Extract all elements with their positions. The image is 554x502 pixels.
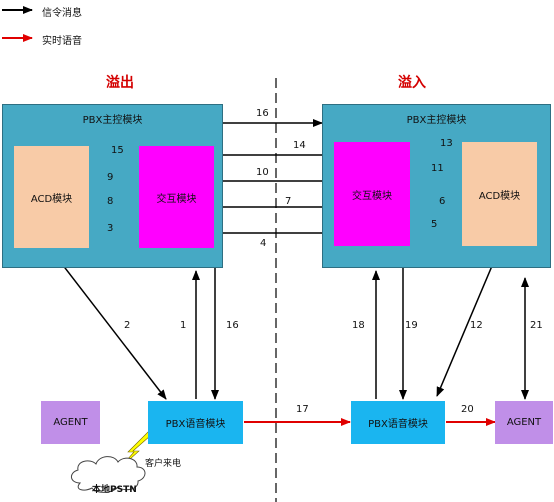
right-switch-module: 交互模块 [334, 142, 410, 246]
left-pbx-main-label: PBX主控模块 [82, 115, 143, 126]
left-agent: AGENT [41, 401, 100, 444]
left-switch-module: 交互模块 [139, 146, 214, 248]
step-17: 17 [296, 404, 309, 415]
right-pbx-main-label: PBX主控模块 [406, 115, 467, 126]
step-16-down: 16 [226, 320, 239, 331]
step-9: 9 [107, 172, 114, 183]
step-20: 20 [461, 404, 474, 415]
step-16-top: 16 [256, 108, 269, 119]
arrow-12 [436, 246, 501, 397]
overflow-out-title: 溢出 [106, 75, 134, 91]
step-2: 2 [124, 320, 131, 331]
legend-signal-label: 信令消息 [42, 8, 82, 19]
step-15: 15 [111, 145, 124, 156]
step-14: 14 [293, 140, 306, 151]
pstn-label: 本地PSTN [92, 485, 137, 495]
step-8: 8 [107, 196, 114, 207]
step-5: 5 [431, 219, 438, 230]
step-3: 3 [107, 223, 114, 234]
step-4: 4 [260, 238, 267, 249]
step-12: 12 [470, 320, 483, 331]
left-agent-label: AGENT [53, 417, 88, 428]
right-acd-module: ACD模块 [462, 142, 537, 246]
left-voice-label: PBX语音模块 [165, 419, 226, 430]
left-switch-label: 交互模块 [156, 193, 197, 205]
customer-call-label: 客户来电 [145, 459, 182, 469]
legend-voice-label: 实时语音 [42, 36, 82, 47]
step-10: 10 [256, 167, 269, 178]
step-6: 6 [439, 196, 446, 207]
left-voice-module: PBX语音模块 [148, 401, 243, 444]
pstn-cloud-icon [71, 456, 146, 493]
step-7: 7 [285, 196, 292, 207]
right-acd-label: ACD模块 [478, 190, 521, 202]
step-21: 21 [530, 320, 543, 331]
right-switch-label: 交互模块 [352, 190, 392, 202]
right-agent-label: AGENT [506, 417, 542, 428]
left-acd-module: ACD模块 [14, 146, 89, 248]
right-voice-module: PBX语音模块 [351, 401, 445, 444]
step-18: 18 [352, 320, 365, 331]
overflow-in-title: 溢入 [398, 75, 426, 91]
step-1: 1 [180, 320, 187, 331]
step-13: 13 [440, 138, 453, 149]
right-agent: AGENT [495, 401, 553, 444]
arrow-2 [51, 250, 167, 400]
right-voice-label: PBX语音模块 [368, 419, 428, 430]
step-19: 19 [405, 320, 418, 331]
step-11: 11 [431, 163, 444, 174]
left-acd-label: ACD模块 [30, 193, 73, 205]
